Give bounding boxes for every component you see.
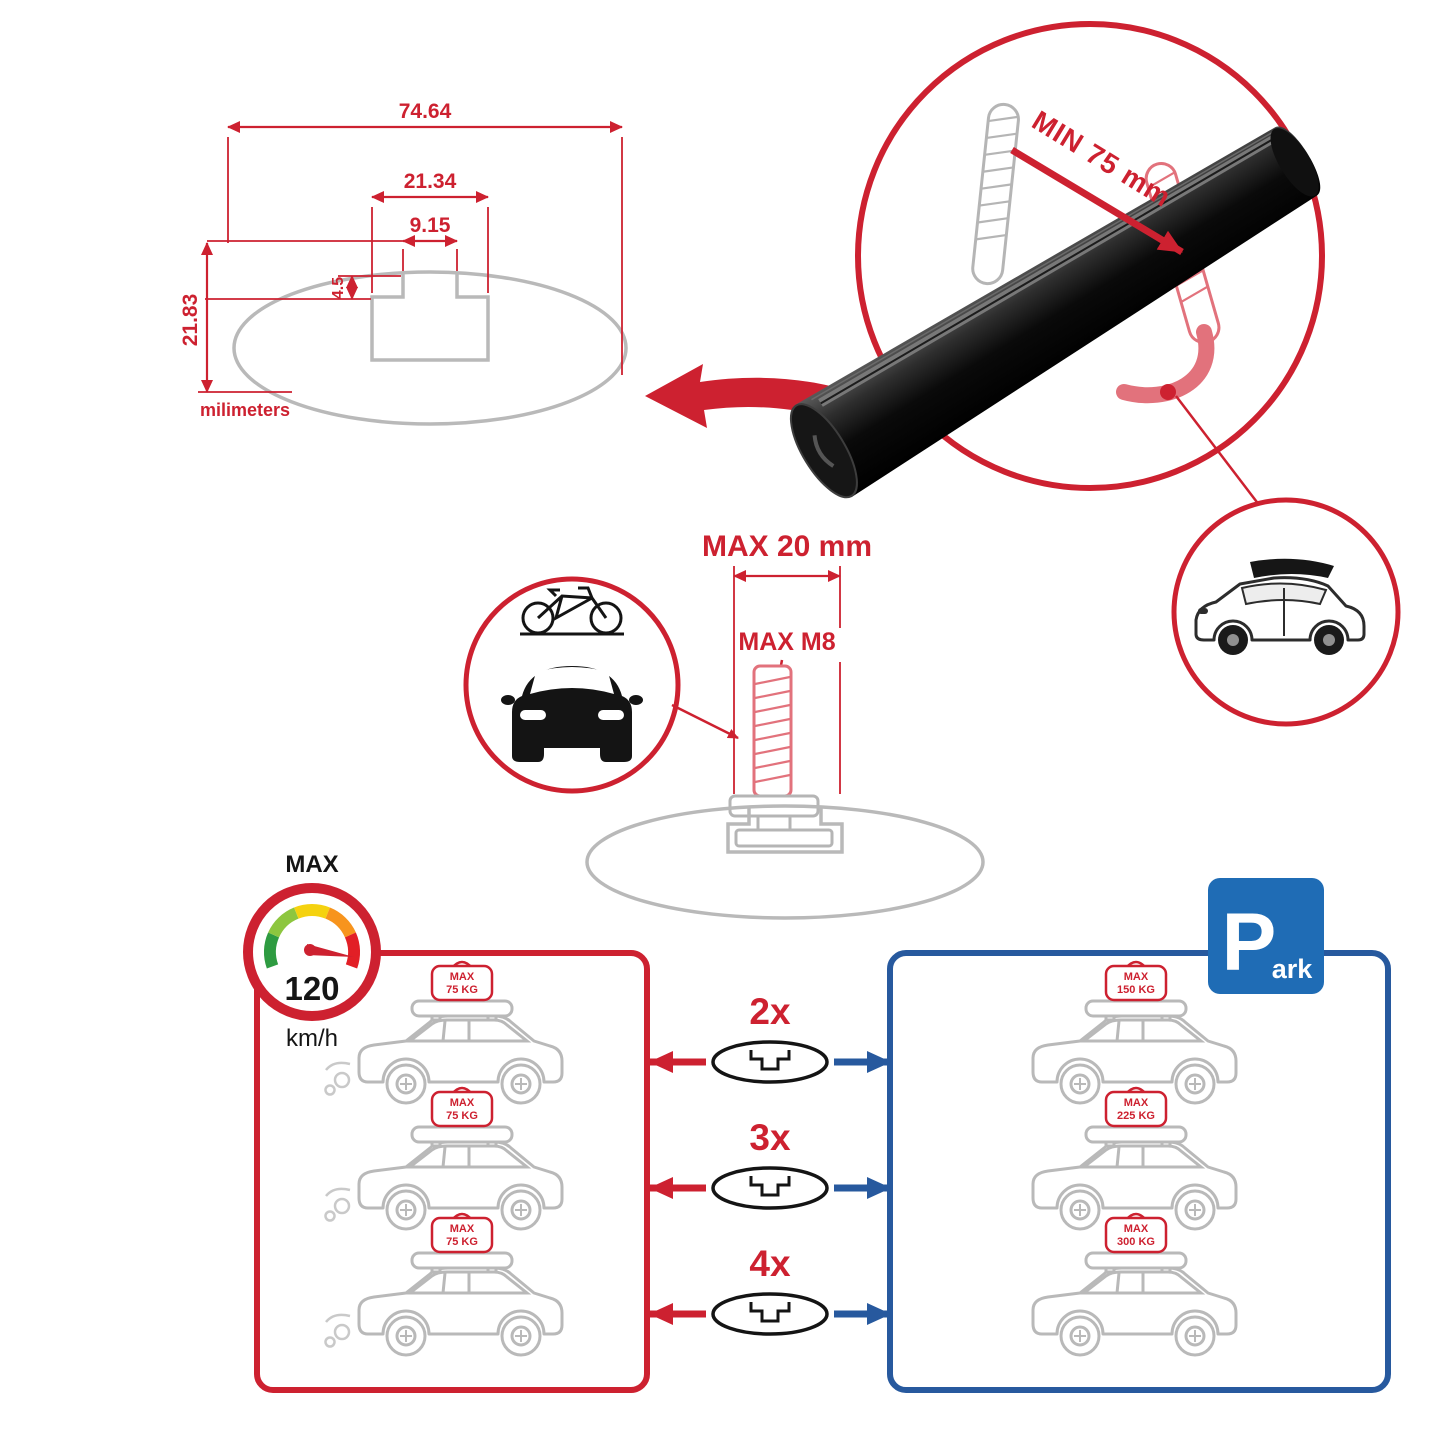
car-headlight	[598, 710, 624, 720]
car-front-view	[501, 666, 643, 762]
profile-dimension-diagram: 74.64 21.34 9.15 4.5 21.83 milimeters	[179, 100, 886, 434]
exhaust-puffs	[324, 1187, 351, 1222]
suv-hub	[1227, 634, 1239, 646]
dim-channel-outer-label: 21.34	[404, 170, 457, 193]
circle-connector-line	[1175, 395, 1267, 515]
gauge-hub	[304, 944, 316, 956]
dim-total-height-label: 21.83	[179, 294, 202, 347]
parking-sign: P ark	[1208, 878, 1324, 994]
driving-car-row: MAX 75 KG	[324, 1212, 564, 1357]
crossbar-3d	[789, 126, 1321, 499]
exhaust-puffs	[324, 1313, 351, 1348]
tag-title: MAX	[450, 971, 475, 983]
crossbar-section-icon	[711, 1166, 829, 1210]
tag-title: MAX	[450, 1223, 475, 1235]
crossbar-end-rim	[789, 403, 858, 499]
load-tag: MAX 300 KG	[1104, 1212, 1168, 1254]
gauge-needle	[307, 944, 354, 957]
bolt-flange	[734, 828, 834, 848]
roofbox-car-circle	[1171, 497, 1401, 727]
car-mirror	[629, 695, 643, 705]
clamp-hook-curve	[1116, 324, 1215, 404]
car-windshield	[530, 667, 614, 694]
tag-value: 75 KG	[446, 1236, 478, 1248]
bar-profile-channel	[370, 274, 490, 362]
circle-to-bolt-arrow	[671, 703, 739, 740]
tag-title: MAX	[1124, 971, 1149, 983]
speed-unit: km/h	[286, 1025, 338, 1052]
profile-channel-small	[726, 806, 844, 854]
clamp-pivot-dot	[1160, 384, 1176, 400]
tag-title: MAX	[450, 1097, 475, 1109]
max-thread-label: MAX M8	[738, 628, 835, 656]
load-tag: MAX 225 KG	[1104, 1086, 1168, 1128]
tag-value: 225 KG	[1117, 1110, 1155, 1122]
multiplier-label: 4x	[749, 1243, 791, 1284]
bike-on-roof	[520, 586, 624, 636]
min-span-arrow	[1010, 146, 1184, 256]
load-tag: MAX 150 KG	[1104, 960, 1168, 1002]
load-tag: MAX 75 KG	[430, 1212, 494, 1254]
exhaust-puffs	[324, 1061, 351, 1096]
parked-car-row: MAX 225 KG	[1031, 1086, 1238, 1231]
tag-value: 300 KG	[1117, 1236, 1155, 1248]
speed-value: 120	[284, 970, 339, 1007]
crossbar-section-icon	[711, 1292, 829, 1336]
parking-sign-letter: P	[1222, 897, 1277, 988]
roofbox	[1250, 558, 1334, 578]
min-span-label: MIN 75 mm	[1027, 105, 1177, 213]
crossbar-detail: MIN 75 mm	[789, 21, 1325, 515]
crossbar-end-face	[790, 404, 857, 498]
speed-max-label: MAX	[285, 851, 338, 878]
bolt-detail: MAX 20 mm MAX M8	[463, 530, 985, 920]
tag-title: MAX	[1124, 1223, 1149, 1235]
car-mirror	[501, 695, 515, 705]
suv-with-roofbox	[1194, 558, 1366, 655]
load-tag: MAX 75 KG	[430, 960, 494, 1002]
parked-car-row: MAX 300 KG	[1031, 1212, 1238, 1357]
multiplier-row: 2x	[649, 991, 891, 1084]
bolt-neck	[756, 814, 792, 832]
profile-outline-small	[585, 804, 985, 920]
thread-hatching	[976, 115, 1018, 241]
clamp-rod-gray	[971, 102, 1020, 286]
multiplier-row: 3x	[649, 1117, 891, 1210]
gauge-arc-segments	[263, 904, 361, 969]
tag-value: 150 KG	[1117, 984, 1155, 996]
crossbar-far-cap	[1270, 128, 1319, 197]
thread-hatching	[754, 675, 791, 784]
suv-headlight	[1198, 608, 1208, 614]
crossbar-top-slot	[820, 138, 1274, 405]
units-label: milimeters	[200, 400, 290, 420]
crossbar-top-highlight	[811, 132, 1273, 401]
crossbar-body	[792, 126, 1321, 498]
multiplier-label: 2x	[749, 991, 791, 1032]
load-tag: MAX 75 KG	[430, 1086, 494, 1128]
driving-car-row: MAX 75 KG	[324, 1086, 564, 1231]
dim-channel-inner-label: 9.15	[410, 214, 451, 237]
crossbar-section-icon	[711, 1040, 829, 1084]
tag-title: MAX	[1124, 1097, 1149, 1109]
car-headlight	[520, 710, 546, 720]
tag-value: 75 KG	[446, 984, 478, 996]
tag-value: 75 KG	[446, 1110, 478, 1122]
bar-profile-outline	[232, 270, 628, 426]
parked-car-row: MAX 150 KG	[1031, 960, 1238, 1105]
load-panels: P ark MAX 75 KG MAX 75 KG	[254, 878, 1391, 1393]
parking-sign-plate	[1208, 878, 1324, 994]
speed-limit-gauge: MAX 120 km/h	[243, 851, 381, 1052]
parking-sign-rest: ark	[1272, 954, 1314, 984]
crossbar-end-slot	[812, 435, 835, 468]
driving-car-row: MAX 75 KG	[324, 960, 564, 1105]
dim-lip-depth-label: 4.5	[330, 277, 347, 299]
suv-hub	[1323, 634, 1335, 646]
multiplier-row: 4x	[649, 1243, 891, 1336]
max-length-label: MAX 20 mm	[702, 530, 872, 563]
multiplier-label: 3x	[749, 1117, 791, 1158]
detail-circle	[855, 21, 1325, 491]
dim-total-width-label: 74.64	[399, 100, 452, 123]
